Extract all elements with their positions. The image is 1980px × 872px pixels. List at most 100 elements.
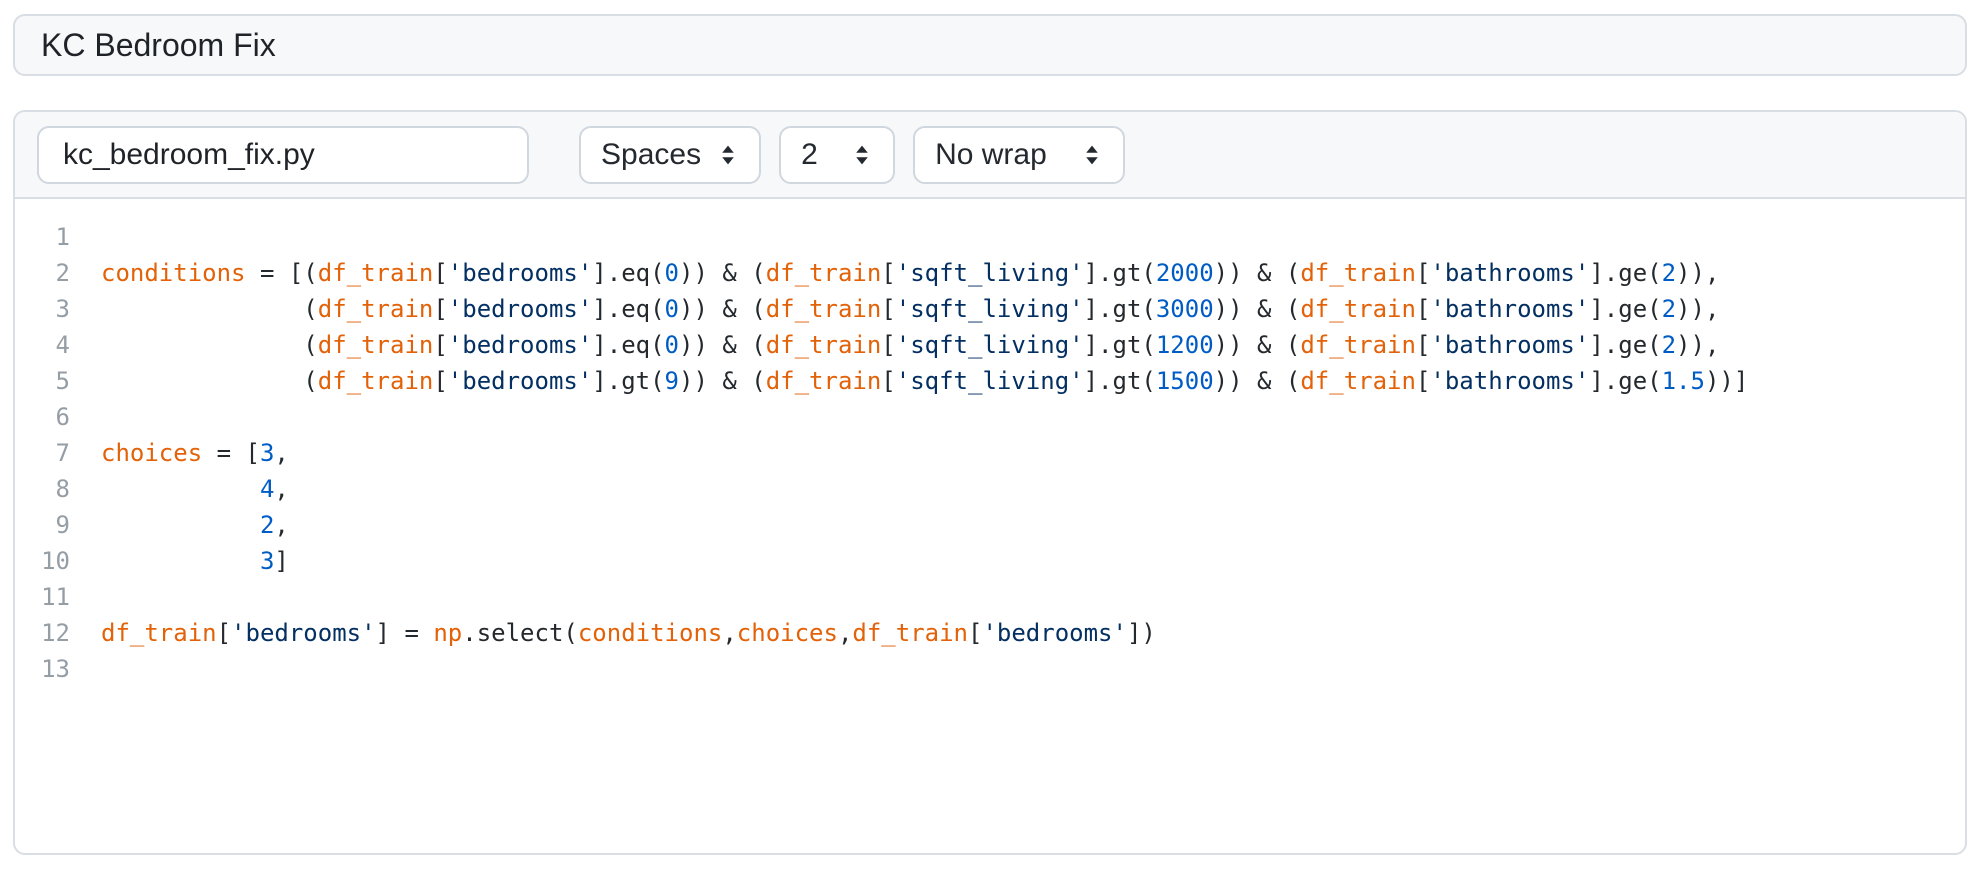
code-token-plain: )), <box>1676 295 1720 323</box>
code-line-content: (df_train['bedrooms'].gt(9)) & (df_train… <box>101 363 1748 399</box>
indent-size-selected-value: 2 <box>801 137 818 171</box>
code-token-number: 3 <box>259 547 275 575</box>
code-token-plain: [ <box>433 295 448 323</box>
code-token-plain: , <box>274 475 289 503</box>
updown-caret-icon <box>1086 145 1098 164</box>
code-token-plain: .select( <box>462 619 578 647</box>
code-token-variable: df_train <box>317 331 434 359</box>
code-token-variable: df_train <box>317 295 434 323</box>
code-token-number: 1500 <box>1155 367 1214 395</box>
code-token-plain: ))] <box>1704 367 1749 395</box>
code-token-number: 0 <box>664 295 679 323</box>
code-token-plain: ] = <box>375 619 434 647</box>
code-token-plain: )) & ( <box>679 295 766 323</box>
gist-description-input[interactable] <box>13 14 1967 76</box>
code-token-string: 'bedrooms' <box>447 259 593 287</box>
code-token-number: 2 <box>1661 295 1677 323</box>
line-number: 9 <box>55 511 70 539</box>
code-token-plain: ].ge( <box>1589 367 1662 395</box>
code-token-plain: [ <box>881 295 896 323</box>
line-number: 7 <box>55 439 70 467</box>
code-token-plain: ].gt( <box>1083 331 1156 359</box>
updown-caret-icon <box>856 145 868 164</box>
code-token-variable: df_train <box>765 367 882 395</box>
code-line-content: (df_train['bedrooms'].eq(0)) & (df_train… <box>101 291 1719 327</box>
code-token-plain: , <box>837 619 853 647</box>
code-line: 6 <box>15 399 1965 435</box>
code-token-number: 3000 <box>1155 295 1214 323</box>
line-number: 5 <box>55 367 70 395</box>
code-token-variable: df_train <box>765 295 882 323</box>
code-token-number: 2 <box>1661 331 1677 359</box>
code-token-variable: df_train <box>317 367 434 395</box>
code-token-plain: )) & ( <box>1213 331 1301 359</box>
indent-size-select[interactable]: 2 <box>779 125 896 184</box>
code-token-string: 'bedrooms' <box>447 331 593 359</box>
code-token-variable: df_train <box>101 619 217 647</box>
code-token-plain: ].gt( <box>592 367 665 395</box>
code-line: 9 2, <box>15 507 1965 543</box>
code-line-content: 2, <box>101 507 289 543</box>
code-token-string: 'bathrooms' <box>1430 331 1590 359</box>
code-token-number: 2 <box>259 511 275 539</box>
code-token-number: 0 <box>664 331 679 359</box>
line-number: 12 <box>41 619 70 647</box>
code-token-number: 4 <box>259 475 275 503</box>
updown-caret-icon <box>722 145 734 164</box>
code-token-plain: )) & ( <box>1213 259 1301 287</box>
line-number: 3 <box>55 295 70 323</box>
code-token-plain: )) & ( <box>1213 295 1301 323</box>
code-token-number: 9 <box>664 367 679 395</box>
code-token-plain: ].eq( <box>592 331 665 359</box>
code-token-plain: ].eq( <box>592 295 665 323</box>
code-token-plain: )) & ( <box>679 259 766 287</box>
line-number: 4 <box>55 331 70 359</box>
code-token-plain: ].gt( <box>1083 367 1156 395</box>
code-token-plain: [ <box>1415 367 1431 395</box>
code-token-string: 'sqft_living' <box>895 295 1084 323</box>
code-token-plain: [ <box>968 619 983 647</box>
code-token-plain: ].eq( <box>592 259 665 287</box>
code-token-variable: conditions <box>577 619 723 647</box>
line-number: 8 <box>55 475 70 503</box>
code-token-plain <box>101 475 260 503</box>
code-token-plain: [ <box>433 367 448 395</box>
wrap-mode-selected-value: No wrap <box>935 137 1047 171</box>
code-token-plain: ( <box>101 295 318 323</box>
code-token-variable: choices <box>736 619 838 647</box>
code-line: 1 <box>15 219 1965 255</box>
code-token-number: 2 <box>1661 259 1677 287</box>
code-token-plain: ].ge( <box>1589 259 1662 287</box>
code-line-content: df_train['bedrooms'] = np.select(conditi… <box>101 615 1156 651</box>
code-token-variable: df_train <box>1300 367 1416 395</box>
code-token-variable: df_train <box>1300 259 1416 287</box>
code-line: 11 <box>15 579 1965 615</box>
code-token-plain: = [ <box>202 439 260 467</box>
line-number: 11 <box>41 583 70 611</box>
code-token-variable: df_train <box>765 331 882 359</box>
code-token-plain: , <box>274 511 289 539</box>
code-token-variable: choices <box>101 439 203 467</box>
line-number: 10 <box>41 547 70 575</box>
code-token-variable: df_train <box>765 259 882 287</box>
code-line: 13 <box>15 651 1965 687</box>
filename-input[interactable] <box>37 125 529 184</box>
code-token-string: 'bedrooms' <box>231 619 376 647</box>
code-token-plain <box>101 547 260 575</box>
code-line: 8 4, <box>15 471 1965 507</box>
indent-mode-select[interactable]: Spaces <box>579 125 762 184</box>
code-line-content: 3] <box>101 543 289 579</box>
code-token-plain: ].ge( <box>1589 295 1662 323</box>
code-token-string: 'sqft_living' <box>895 259 1084 287</box>
line-number: 6 <box>55 403 70 431</box>
code-token-string: 'bathrooms' <box>1430 259 1590 287</box>
code-token-string: 'bathrooms' <box>1430 367 1590 395</box>
code-line-content: 4, <box>101 471 289 507</box>
wrap-mode-select[interactable]: No wrap <box>913 125 1126 184</box>
code-token-string: 'bedrooms' <box>447 367 593 395</box>
code-token-plain: ].gt( <box>1083 295 1156 323</box>
